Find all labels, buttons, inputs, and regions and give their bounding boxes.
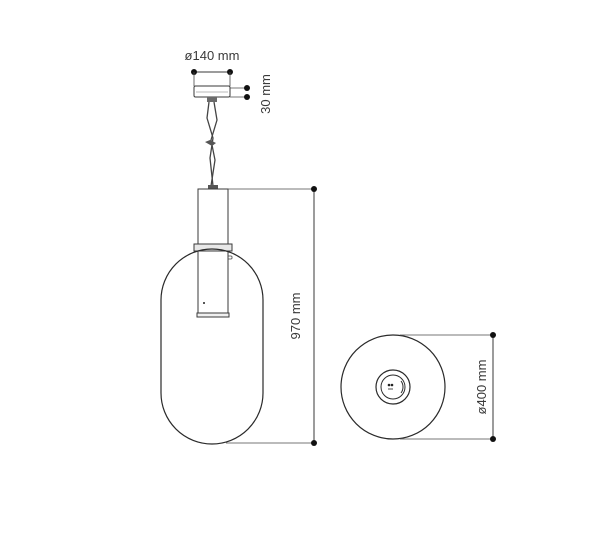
overall-height-dimension: 970 mm <box>226 186 317 446</box>
lamp-body <box>193 185 233 318</box>
canopy-height-dimension: 30 mm <box>230 74 273 114</box>
shade-diameter-dimension: ø400 mm <box>400 332 496 442</box>
shade-diameter-label: ø400 mm <box>474 360 489 415</box>
overall-height-label: 970 mm <box>288 293 303 340</box>
canopy-diameter-label: ø140 mm <box>185 48 240 63</box>
glass-shade <box>160 248 264 445</box>
shade-top-view <box>340 334 446 440</box>
canopy-height-label: 30 mm <box>258 74 273 114</box>
suspension-cables <box>205 101 218 187</box>
ceiling-canopy <box>193 85 231 102</box>
canopy-diameter-dimension: ø140 mm <box>185 48 240 86</box>
